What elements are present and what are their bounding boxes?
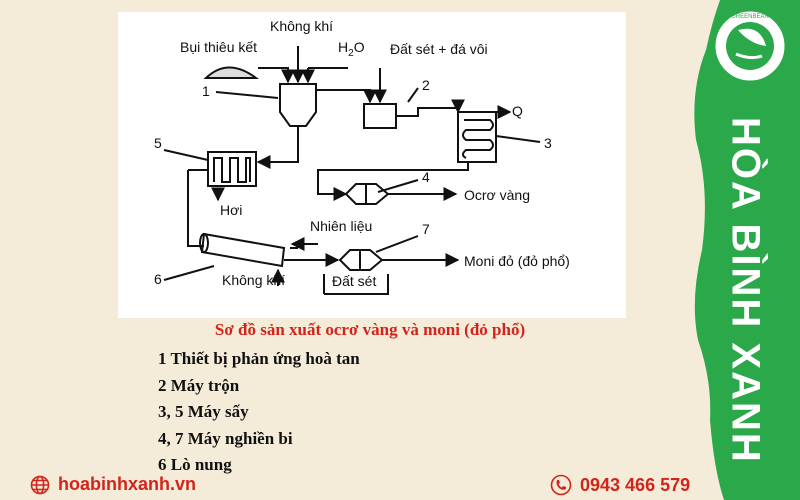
- label-air-bottom: Không khí: [222, 272, 285, 288]
- label-red-moni: Moni đỏ (đỏ phổ): [464, 253, 570, 269]
- number-7: 7: [422, 221, 430, 237]
- label-steam: Hơi: [220, 202, 242, 218]
- number-4: 4: [422, 169, 430, 185]
- label-water: H2O: [338, 39, 365, 59]
- process-diagram: Không khí Bụi thiêu kết H2O Đất sét + đá…: [118, 12, 626, 318]
- mixer-2: [363, 103, 397, 129]
- label-clay: Đất sét: [332, 273, 376, 289]
- logo-text: GREENBEAN: [731, 14, 769, 20]
- legend-item: 4, 7 Máy nghiền bi: [158, 428, 293, 448]
- legend-item: 1 Thiết bị phản ứng hoà tan: [158, 349, 360, 368]
- website-link[interactable]: hoabinhxanh.vn: [30, 474, 196, 495]
- label-yellow-ochre: Ocrơ vàng: [464, 187, 530, 203]
- website-text: hoabinhxanh.vn: [58, 474, 197, 494]
- label-fuel: Nhiên liệu: [310, 218, 372, 234]
- number-3: 3: [544, 135, 552, 151]
- dust-feed-line: [258, 67, 295, 84]
- number-2: 2: [422, 77, 430, 93]
- phone-contact[interactable]: 0943 466 579: [550, 474, 690, 496]
- legend-item: 3, 5 Máy sấy: [158, 402, 249, 421]
- legend-item: 6 Lò nung: [158, 455, 232, 474]
- label-heat-q: Q: [512, 103, 523, 119]
- legend-list: 1 Thiết bị phản ứng hoà tan 2 Máy trộn 3…: [158, 346, 360, 479]
- phone-number: 0943 466 579: [580, 474, 691, 495]
- brand-band: GREENBEAN: [694, 0, 800, 500]
- diagram-title: Sơ đồ sản xuất ocrơ vàng và moni (đỏ phổ…: [214, 320, 526, 339]
- legend-item: 2 Máy trộn: [158, 375, 240, 395]
- number-1: 1: [202, 83, 210, 99]
- globe-icon: [30, 475, 50, 494]
- label-air-top: Không khí: [270, 18, 333, 34]
- brand-name: HÒA BÌNH XANH: [700, 117, 790, 464]
- phone-icon: [550, 474, 572, 496]
- number-6: 6: [154, 271, 162, 287]
- label-clay-limestone: Đất sét + đá vôi: [390, 41, 488, 57]
- brand-name-text: HÒA BÌNH XANH: [723, 116, 768, 464]
- number-5: 5: [154, 135, 162, 151]
- reactor-1: [279, 83, 317, 127]
- label-sinter-dust: Bụi thiêu kết: [180, 39, 257, 55]
- diagram-svg: Không khí Bụi thiêu kết H2O Đất sét + đá…: [154, 18, 570, 295]
- reactor-to-mixer-line: [316, 89, 377, 104]
- kiln-6: [200, 232, 286, 268]
- dust-pile: [203, 66, 260, 79]
